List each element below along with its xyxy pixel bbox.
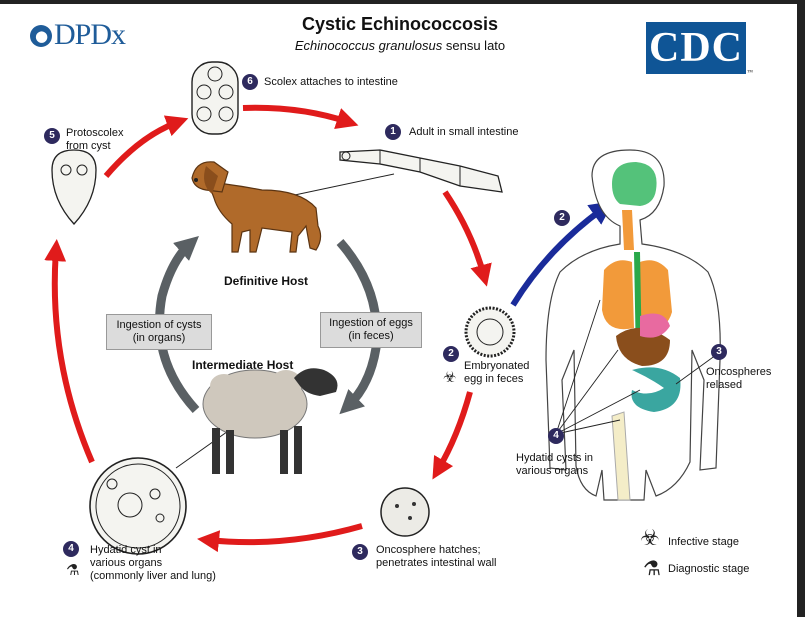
stage-6-badge: 6 (242, 74, 258, 90)
human-stage-3-badge: 3 (711, 344, 727, 360)
arrow-ingestion-cysts (155, 236, 200, 414)
intermediate-host-label: Intermediate Host (192, 358, 294, 372)
arrow-4-to-5 (44, 239, 95, 464)
protoscolex-illustration (51, 149, 97, 225)
species-name: Echinococcus granulosus (294, 38, 443, 53)
stage-1-badge: 1 (385, 124, 401, 140)
stage-2-badge: 2 (443, 346, 459, 362)
ingestion-cysts-line2: (in organs) (132, 332, 186, 344)
hydatid-cyst-illustration (89, 457, 187, 555)
arrow-1-to-2 (442, 190, 492, 287)
hydatid-cysts-label-line2: various organs (516, 465, 589, 477)
stage-6-label: Scolex attaches to intestine (264, 76, 398, 88)
hydatid-cysts-label-line1: Hydatid cysts in (516, 452, 594, 464)
oncospheres-label-line2: relased (706, 379, 743, 391)
human-stage-2-badge: 2 (554, 210, 570, 226)
arrow-3-to-4 (197, 523, 363, 553)
legend-microscope-icon: ⚗ (643, 556, 661, 580)
definitive-host-label: Definitive Host (224, 274, 309, 288)
species-suffix: sensu lato (442, 38, 506, 53)
globe-icon: ● (30, 25, 52, 47)
human-figure-illustration (545, 149, 721, 501)
stage-5-label-line2: from cyst (66, 140, 111, 152)
arrow-5-to-6 (103, 115, 189, 178)
oncosphere-illustration (380, 487, 430, 537)
stage-3-label-line2: penetrates intestinal wall (376, 557, 497, 569)
arrow-egg-to-human (510, 201, 614, 307)
oncospheres-label-line1: Oncospheres (706, 366, 772, 378)
stage-4-badge: 4 (63, 541, 79, 557)
arrow-2-to-3 (432, 391, 473, 480)
diagram-title: Cystic Echinococcosis (301, 14, 499, 34)
dpdx-logo: ●DPDx (30, 18, 126, 52)
legend-diagnostic-label: Diagnostic stage (668, 563, 750, 575)
ingestion-cysts-line1: Ingestion of cysts (116, 319, 202, 331)
stage-4-label-line2: various organs (90, 557, 163, 569)
microscope-icon: ⚗ (66, 561, 80, 579)
human-stage-4-badge: 4 (548, 428, 564, 444)
stage-4-label-line3: (commonly liver and lung) (90, 570, 216, 582)
legend-infective-label: Infective stage (668, 536, 739, 548)
scolex-illustration (191, 61, 239, 135)
stage-3-badge: 3 (352, 544, 368, 560)
stage-3-label-line1: Oncosphere hatches; (376, 544, 481, 556)
dog-illustration (191, 161, 322, 253)
ingestion-cysts-box: Ingestion of cysts (in organs) (106, 314, 212, 350)
adult-worm-illustration (339, 149, 503, 193)
ingestion-eggs-box: Ingestion of eggs (in feces) (320, 312, 422, 348)
trademark-mark: ™ (747, 70, 754, 76)
ingestion-eggs-line1: Ingestion of eggs (329, 317, 413, 329)
diagram-subtitle: Echinococcus granulosus sensu lato (250, 38, 550, 53)
ingestion-eggs-line2: (in feces) (348, 330, 394, 342)
stage-5-badge: 5 (44, 128, 60, 144)
stage-2-label-line2: egg in feces (464, 373, 524, 385)
egg-illustration (464, 306, 516, 358)
sheep-illustration (202, 368, 338, 474)
arrow-6-to-1 (242, 104, 359, 129)
biohazard-icon: ☣ (443, 368, 457, 386)
stage-1-label: Adult in small intestine (409, 126, 519, 138)
legend-biohazard-icon: ☣ (640, 526, 660, 551)
stage-5-label-line1: Protoscolex (66, 127, 124, 139)
stage-4-label-line1: Hydatid cyst in (90, 544, 162, 556)
stage-2-label-line1: Embryonated (464, 360, 530, 372)
